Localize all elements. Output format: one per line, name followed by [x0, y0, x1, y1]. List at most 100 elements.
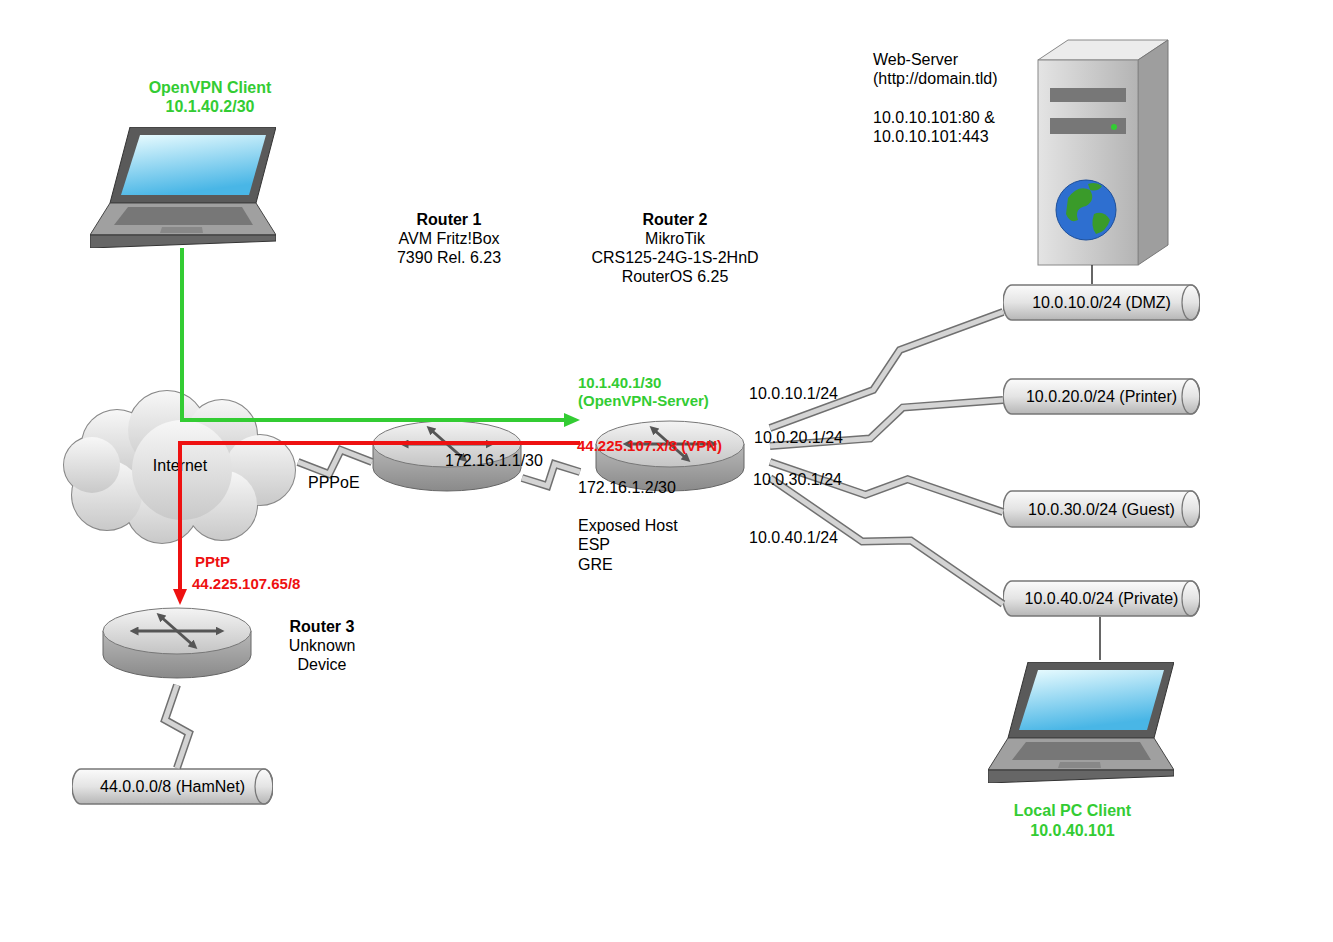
text-word: PC: [1060, 802, 1082, 819]
band-cap: [1182, 379, 1200, 414]
art-shape: [1050, 118, 1126, 134]
text-word: AVM: [398, 230, 431, 247]
band-body: [1003, 379, 1200, 414]
band-body: [1003, 285, 1200, 320]
subnet-band: 10.0.30.0/24 (Guest): [1003, 490, 1200, 528]
edge-label: 10.0.20.1/24: [754, 428, 843, 447]
node-title: 44.0.0.0/8 (HamNet): [72, 777, 273, 796]
annotation-label: PPtP: [195, 553, 230, 571]
node-title: Router 1: [364, 210, 534, 229]
node-text: 10.0.10.101:80 & 10.0.10.101:443: [873, 108, 1023, 146]
node-text: 10.0.40.101: [975, 821, 1170, 840]
vpn-arrow: [173, 443, 580, 605]
text-word: Local: [1014, 802, 1056, 819]
text-word: Client: [227, 79, 271, 96]
text-word: 6.23: [470, 249, 501, 266]
bolt-outline: [165, 685, 189, 768]
node-title: Router 2: [580, 210, 770, 229]
lightning-link: [770, 312, 1003, 428]
connector-line: [180, 443, 580, 593]
cable-line: [1100, 617, 1101, 660]
band-cap: [1182, 285, 1200, 320]
text-word: 172.16.1.2/30: [578, 479, 676, 496]
bolt-fill: [298, 450, 372, 474]
node-title: 10.0.30.0/24 (Guest): [1003, 500, 1200, 519]
internet-cloud: Internet: [62, 390, 298, 545]
node-title: Internet: [62, 456, 298, 475]
annotation-label: 44.225.107.65/8: [192, 575, 300, 593]
arrow-head: [564, 413, 580, 427]
art-shape: [1138, 40, 1168, 265]
art-shape: [1038, 60, 1138, 265]
text-word: 1: [473, 211, 482, 228]
text-word: &: [984, 109, 995, 126]
cloud-fill: [132, 420, 232, 520]
vpn-arrow: [182, 248, 580, 427]
text-word: 10.0.20.0/24: [1026, 388, 1115, 405]
text-word: 7390: [397, 249, 433, 266]
art-shape: [1050, 88, 1126, 102]
text-word: 6.25: [697, 268, 728, 285]
bolt-outline: [522, 464, 580, 486]
text-word: 10.0.40.0/24: [1025, 590, 1114, 607]
router-icon: [103, 608, 251, 678]
art-shape: [1092, 213, 1110, 234]
text-word: Unknown: [289, 637, 356, 654]
node-text: AVM Fritz!Box 7390 Rel. 6.23: [384, 229, 514, 267]
band-cap: [1182, 491, 1200, 527]
edge-label: 10.0.40.1/24: [749, 528, 838, 547]
router-node: Router 1AVM Fritz!Box 7390 Rel. 6.23172.…: [372, 208, 522, 493]
web-server-tower: [1038, 40, 1168, 265]
band-body: [72, 769, 273, 804]
laptop-node: OpenVPN Client10.1.40.2/30: [90, 78, 280, 248]
text-word: 44.225.107.x/8: [577, 437, 677, 454]
annotation-label: 44.225.107.x/8 (VPN): [577, 437, 722, 455]
lightning-link: [165, 685, 189, 768]
edge-label: PPPoE: [308, 473, 360, 492]
router-node: Router 2MikroTik CRS125-24G-1S-2HnD Rout…: [580, 208, 770, 498]
art-shape: [1088, 183, 1102, 191]
laptop-node: Local PC Client10.0.40.101: [985, 660, 1180, 842]
node-title: OpenVPN Client: [120, 78, 300, 97]
bolt-fill: [522, 464, 580, 486]
text-word: (Printer): [1119, 388, 1177, 405]
text-word: RouterOS: [622, 268, 693, 285]
subnet-band: 10.0.20.0/24 (Printer): [1003, 378, 1200, 415]
text-word: Exposed: [578, 517, 640, 534]
text-word: (OpenVPN-Server): [578, 392, 709, 409]
annotation-label: Exposed Host: [578, 516, 678, 535]
text-word: Router: [417, 211, 469, 228]
band-body: [1003, 491, 1200, 527]
text-word: (Guest): [1122, 501, 1175, 518]
annotation-label: ESP: [578, 535, 610, 554]
text-word: 10.0.10.101:443: [873, 128, 989, 145]
text-word: 10.0.10.1/24: [749, 385, 838, 402]
text-word: (HamNet): [176, 778, 245, 795]
text-word: 10.0.20.1/24: [754, 429, 843, 446]
text-word: 10.0.10.101:80: [873, 109, 980, 126]
node-title: 10.0.20.0/24 (Printer): [1003, 387, 1200, 406]
text-word: 10.0.30.0/24: [1028, 501, 1117, 518]
connector-line: [1091, 265, 1093, 284]
annotation-label: GRE: [578, 555, 613, 574]
subnet-band: 10.0.10.0/24 (DMZ): [1003, 284, 1200, 321]
bolt-fill: [770, 312, 1003, 428]
text-word: 10.1.40.1/30: [578, 374, 661, 391]
text-word: Host: [645, 517, 678, 534]
text-word: CRS125-24G-1S-2HnD: [591, 249, 758, 266]
text-word: OpenVPN: [149, 79, 223, 96]
subnet-band: 44.0.0.0/8 (HamNet): [72, 768, 273, 805]
text-word: 2: [699, 211, 708, 228]
edge-label: 10.0.30.1/24: [753, 470, 842, 489]
text-word: 10.0.30.1/24: [753, 471, 842, 488]
server-node: Web-Server (http://domain.tld)10.0.10.10…: [870, 40, 1170, 265]
node-text: 172.16.1.1/30: [445, 451, 543, 470]
text-word: Router: [643, 211, 695, 228]
text-word: 10.0.40.1/24: [749, 529, 838, 546]
text-word: 3: [346, 618, 355, 635]
text-word: 10.0.10.0/24: [1032, 294, 1121, 311]
text-word: (Private): [1118, 590, 1178, 607]
annotation-label: 10.1.40.1/30 (OpenVPN-Server): [578, 374, 738, 410]
router-node: Router 3Unknown Device: [102, 605, 382, 685]
